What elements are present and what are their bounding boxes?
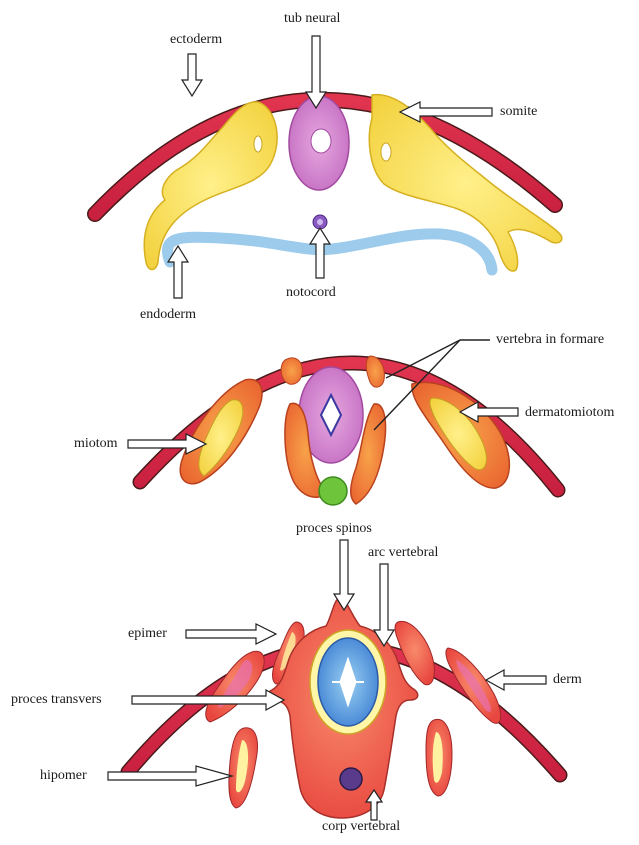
label-arc-vertebral: arc vertebral — [368, 545, 438, 561]
upper-left-sclerotome — [281, 358, 302, 384]
label-vertebra-in-formare: vertebra in formare — [496, 332, 604, 348]
label-corp-vertebral: corp vertebral — [322, 819, 400, 835]
notochord-green — [319, 477, 347, 505]
label-proces-transvers: proces transvers — [11, 692, 102, 708]
label-endoderm: endoderm — [140, 307, 196, 323]
endoderm-layer — [167, 234, 492, 270]
neural-tube-canal — [311, 129, 331, 153]
label-miotom: miotom — [74, 436, 118, 452]
section-forming-vertebra — [140, 356, 558, 505]
label-notocord: notocord — [286, 285, 336, 301]
label-derm: derm — [553, 672, 582, 688]
label-tub-neural: tub neural — [284, 11, 340, 27]
arrow-derm — [486, 670, 546, 690]
arrow-epimer — [186, 624, 276, 644]
left-somite-cavity — [254, 136, 262, 152]
arrow-proces-spinos — [334, 540, 354, 610]
label-somite: somite — [500, 104, 537, 120]
arrow-ectoderm — [182, 54, 202, 96]
label-dermatomiotom: dermatomiotom — [525, 405, 614, 421]
vertebral-body-nucleus — [340, 768, 362, 790]
label-proces-spinos: proces spinos — [296, 521, 372, 537]
arrow-somite — [400, 102, 492, 122]
arrow-tub-neural — [306, 36, 326, 108]
arrow-arc-vertebral — [374, 564, 394, 646]
label-hipomer: hipomer — [40, 768, 87, 784]
label-ectoderm: ectoderm — [170, 32, 222, 48]
label-epimer: epimer — [128, 626, 167, 642]
right-somite-cavity — [381, 143, 391, 161]
